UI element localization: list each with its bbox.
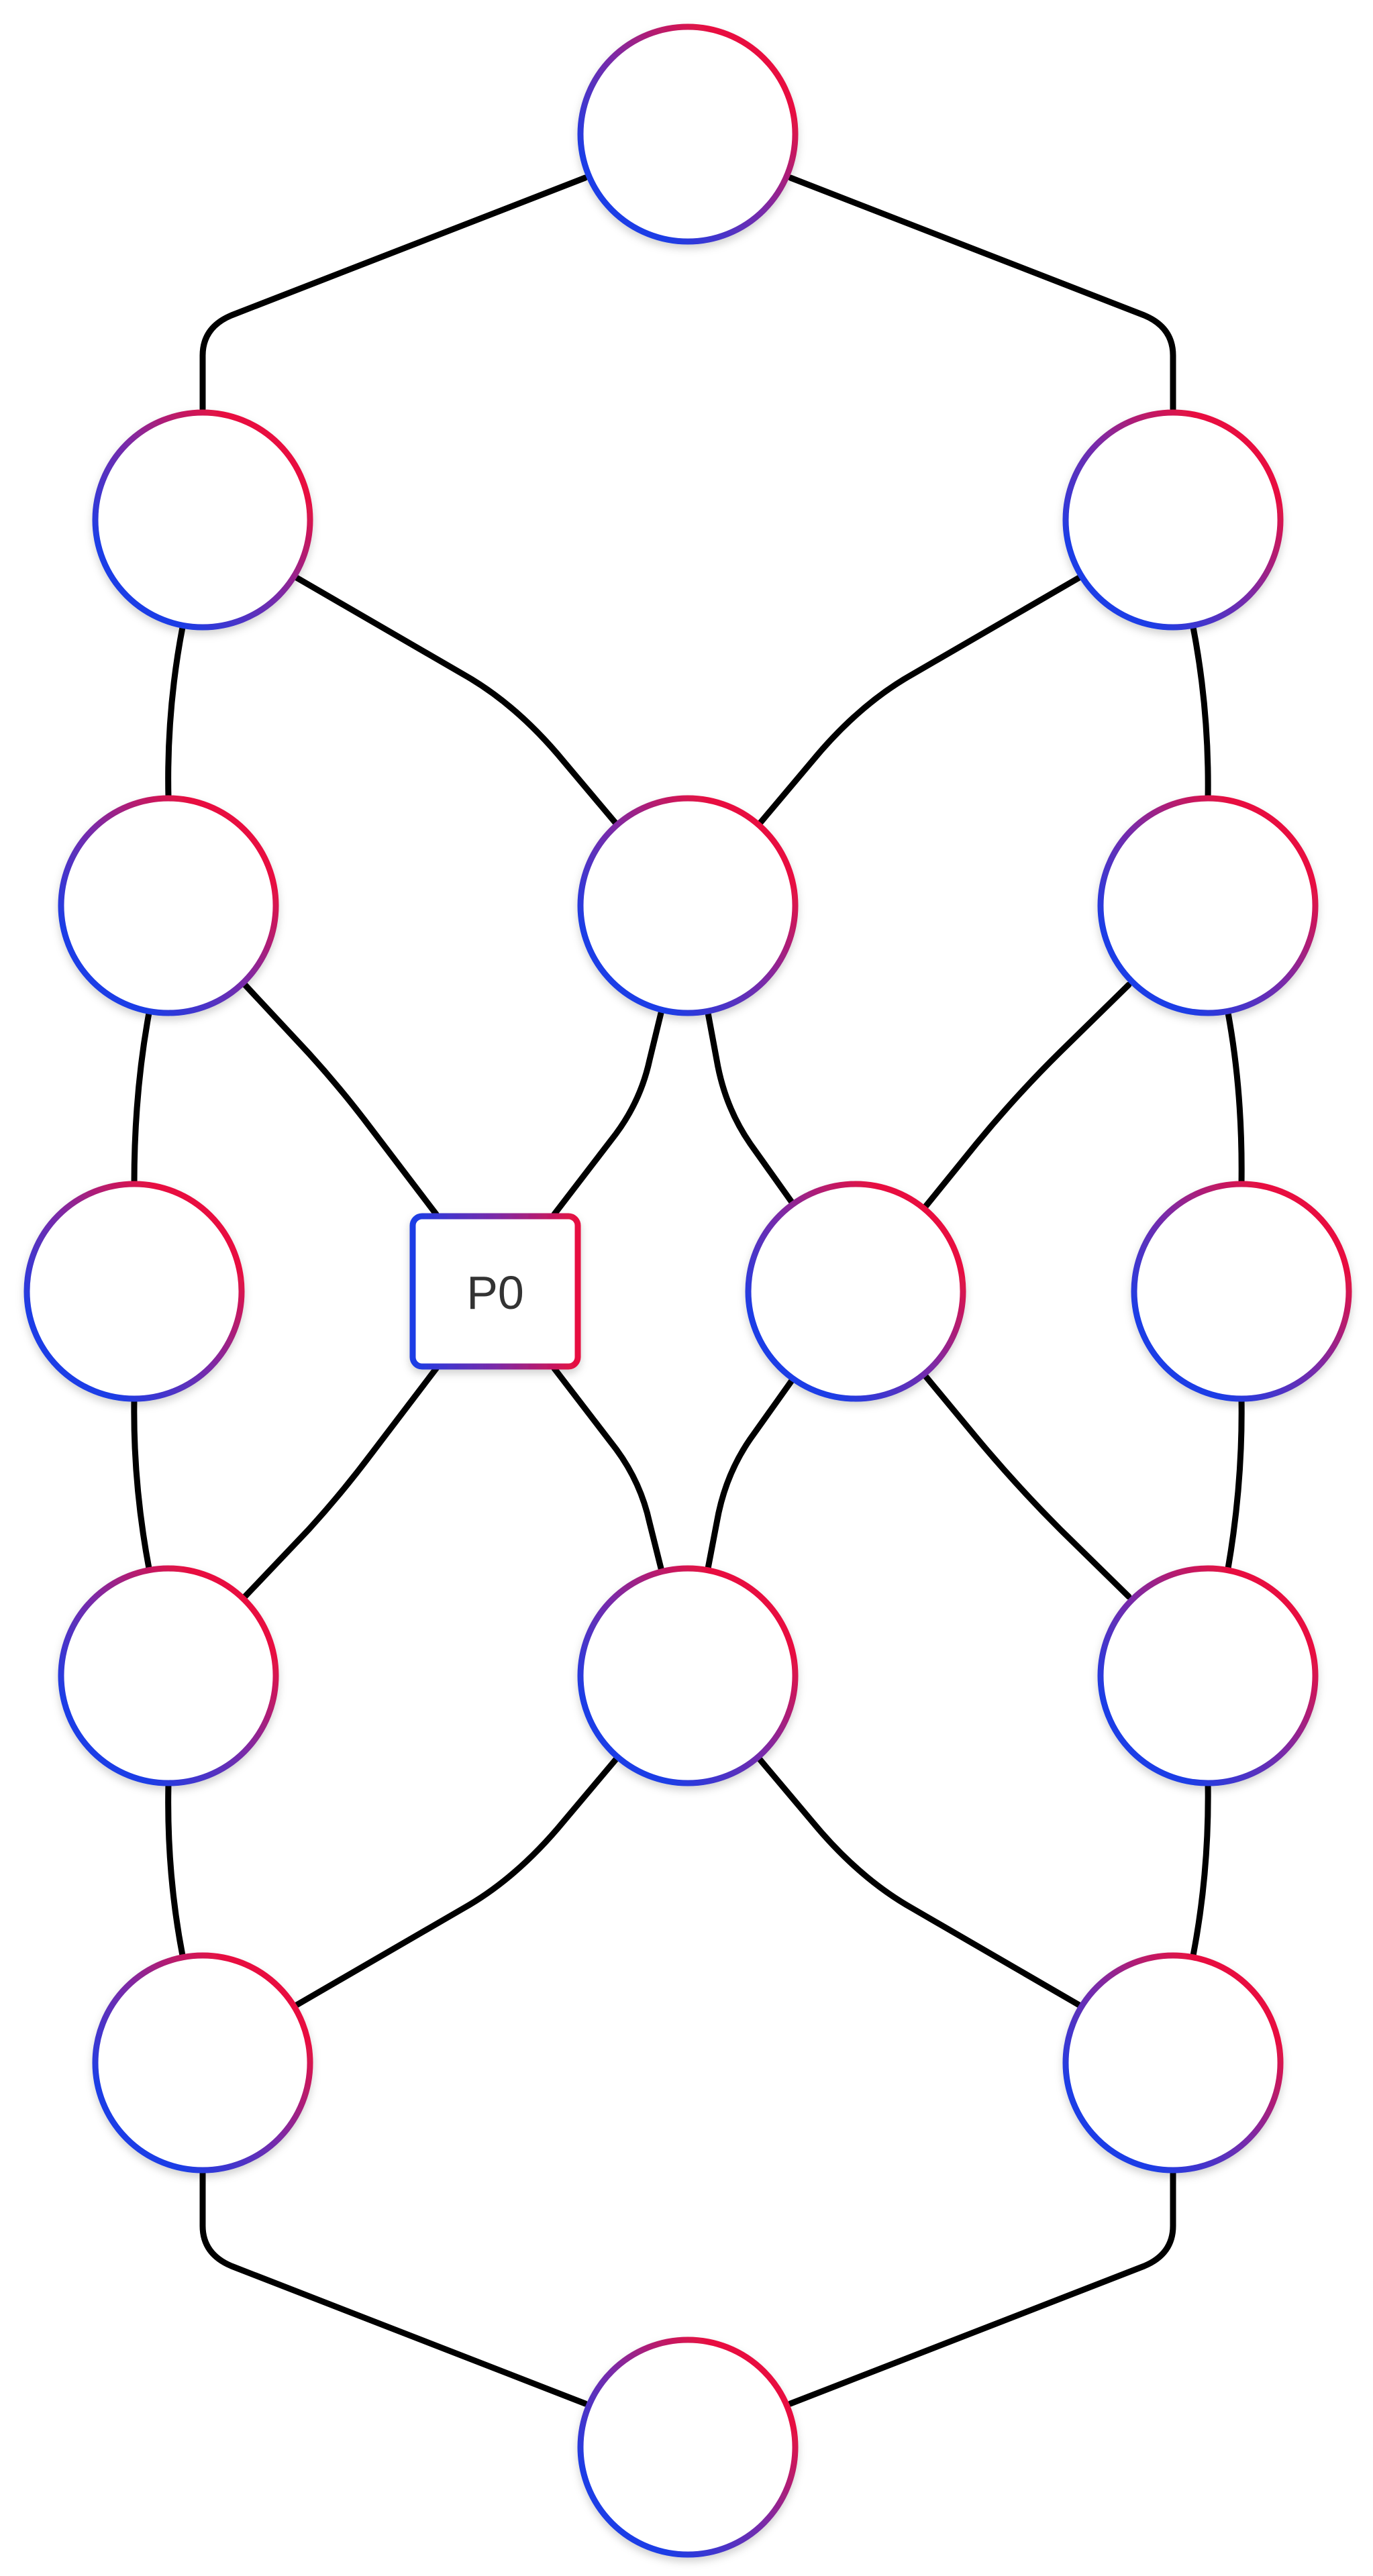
edge-n-r1-right-to-n-r2-center	[755, 574, 1084, 828]
edge-n-r4-center-to-n-r5-left	[292, 1754, 621, 2009]
node-n-r4-right-shape	[1097, 1565, 1319, 1786]
edge-n-r1-left-to-n-r2-left	[165, 624, 186, 802]
node-n-r5-right-shape	[1062, 1952, 1284, 2174]
node-n-r3-center-right	[745, 1181, 966, 1402]
edge-n-r2-center-to-n-r3-center-right	[705, 1010, 797, 1208]
edge-n-r2-left-to-p0	[242, 981, 440, 1218]
edge-p0-to-n-r4-left	[242, 1365, 440, 1600]
edge-n-r2-right-to-n-r3-center-right	[921, 981, 1132, 1211]
node-n-r1-right	[1062, 409, 1284, 631]
edge-n-r2-left-to-n-r3-left	[131, 1010, 152, 1187]
node-p0-shape	[409, 1213, 581, 1370]
node-n-r3-right	[1131, 1181, 1352, 1402]
node-n-r5-left	[92, 1952, 313, 2174]
nodes-layer: P0	[23, 23, 1352, 2558]
edge-n-r4-center-to-n-r5-right	[755, 1754, 1084, 2009]
edges-layer	[131, 174, 1245, 2407]
edge-n-top-to-n-r1-right	[787, 174, 1176, 413]
node-n-r4-left-shape	[58, 1565, 279, 1786]
node-n-r4-left	[58, 1565, 279, 1786]
node-n-r1-right-shape	[1062, 409, 1284, 631]
node-n-r3-center-right-shape	[745, 1181, 966, 1402]
node-n-r2-center	[577, 795, 799, 1016]
edge-n-r2-center-to-p0	[551, 1010, 664, 1218]
edge-n-r1-right-to-n-r2-right	[1190, 624, 1211, 802]
node-n-r5-right	[1062, 1952, 1284, 2174]
node-n-r5-left-shape	[92, 1952, 313, 2174]
node-n-r2-left-shape	[58, 795, 279, 1016]
node-p0-label: P0	[466, 1267, 524, 1319]
node-n-r3-left-shape	[23, 1181, 245, 1402]
node-n-r4-right	[1097, 1565, 1319, 1786]
edge-n-r3-center-right-to-n-r4-right	[921, 1372, 1132, 1600]
edge-p0-to-n-r4-center	[551, 1365, 664, 1572]
node-n-top	[577, 23, 799, 245]
node-n-r3-left	[23, 1181, 245, 1402]
node-n-r2-center-shape	[577, 795, 799, 1016]
node-n-bottom-shape	[577, 2337, 799, 2558]
node-n-r1-left-shape	[92, 409, 313, 631]
edge-n-r5-left-to-n-bottom	[199, 2167, 589, 2407]
edge-n-r3-center-right-to-n-r4-center	[705, 1375, 797, 1572]
edge-n-r4-left-to-n-r5-left	[165, 1780, 186, 1959]
node-n-r4-center	[577, 1565, 799, 1786]
node-n-r2-right	[1097, 795, 1319, 1016]
node-n-r2-right-shape	[1097, 795, 1319, 1016]
edge-n-r2-right-to-n-r3-right	[1225, 1010, 1245, 1187]
edge-n-r1-left-to-n-r2-center	[292, 574, 621, 828]
node-n-top-shape	[577, 23, 799, 245]
node-n-r1-left	[92, 409, 313, 631]
node-n-bottom	[577, 2337, 799, 2558]
node-n-r2-left	[58, 795, 279, 1016]
edge-n-r4-right-to-n-r5-right	[1190, 1780, 1211, 1959]
edge-n-r3-right-to-n-r4-right	[1225, 1395, 1245, 1572]
edge-n-r3-left-to-n-r4-left	[131, 1395, 152, 1572]
edge-n-top-to-n-r1-left	[199, 174, 589, 413]
node-n-r4-center-shape	[577, 1565, 799, 1786]
edge-n-r5-right-to-n-bottom	[787, 2167, 1176, 2407]
node-n-r3-right-shape	[1131, 1181, 1352, 1402]
node-p0: P0	[409, 1213, 581, 1370]
